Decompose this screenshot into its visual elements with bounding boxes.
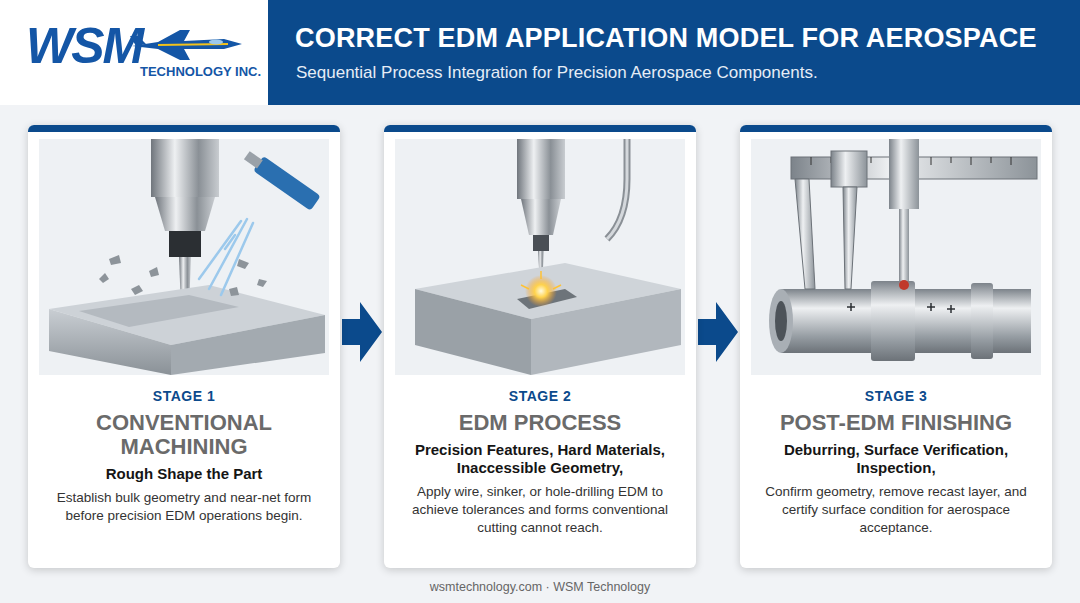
- logo-subtitle: TECHNOLOGY INC.: [140, 64, 261, 80]
- stage-description: Confirm geometry, remove recast layer, a…: [758, 483, 1034, 537]
- logo-wordmark: WSM: [26, 18, 142, 74]
- card-text-area: STAGE 1 CONVENTIONAL MACHINING Rough Shape…: [28, 125, 340, 525]
- card-text-area: STAGE 3 POST-EDM FINISHING Deburring, Surf…: [740, 125, 1052, 537]
- stage-subheading: Precision Features, Hard Materials, Inac…: [402, 441, 678, 477]
- footer-text: wsmtechnology.com · WSM Technology: [0, 579, 1080, 595]
- flow-arrow: [698, 302, 738, 362]
- stage-card: STAGE 1 CONVENTIONAL MACHINING Rough Shape…: [28, 125, 340, 568]
- card-top-bar: [384, 125, 696, 132]
- card-top-bar: [740, 125, 1052, 132]
- edm-illustration: [395, 139, 685, 375]
- jet-logo: [128, 22, 248, 66]
- title-text: CORRECT EDM APPLICATION MODEL FOR AEROSP…: [295, 22, 1037, 54]
- flow-arrow: [342, 302, 382, 362]
- stage-card: STAGE 2 EDM PROCESS Precision Features, Ha…: [384, 125, 696, 568]
- stage-heading: CONVENTIONAL MACHINING: [46, 411, 322, 459]
- stage-number: STAGE 1: [46, 387, 322, 405]
- arrow-shape: [698, 302, 738, 362]
- arrow-shape: [342, 302, 382, 362]
- milling-illustration: [39, 139, 329, 375]
- stage-description: Establish bulk geometry and near-net for…: [46, 489, 322, 525]
- card-top-bar: [28, 125, 340, 132]
- stage-subheading: Rough Shape the Part: [46, 465, 322, 483]
- stage-description: Apply wire, sinker, or hole-drilling EDM…: [402, 483, 678, 537]
- stage-number: STAGE 2: [402, 387, 678, 405]
- stage-number: STAGE 3: [758, 387, 1034, 405]
- inspection-illustration: [751, 139, 1041, 375]
- stage-card: STAGE 3 POST-EDM FINISHING Deburring, Surf…: [740, 125, 1052, 568]
- stage-heading: EDM PROCESS: [402, 411, 678, 435]
- subtitle-text: Sequential Process Integration for Preci…: [296, 62, 818, 84]
- stage-subheading: Deburring, Surface Verification, Inspect…: [758, 441, 1034, 477]
- card-text-area: STAGE 2 EDM PROCESS Precision Features, Ha…: [384, 125, 696, 537]
- stage-heading: POST-EDM FINISHING: [758, 411, 1034, 435]
